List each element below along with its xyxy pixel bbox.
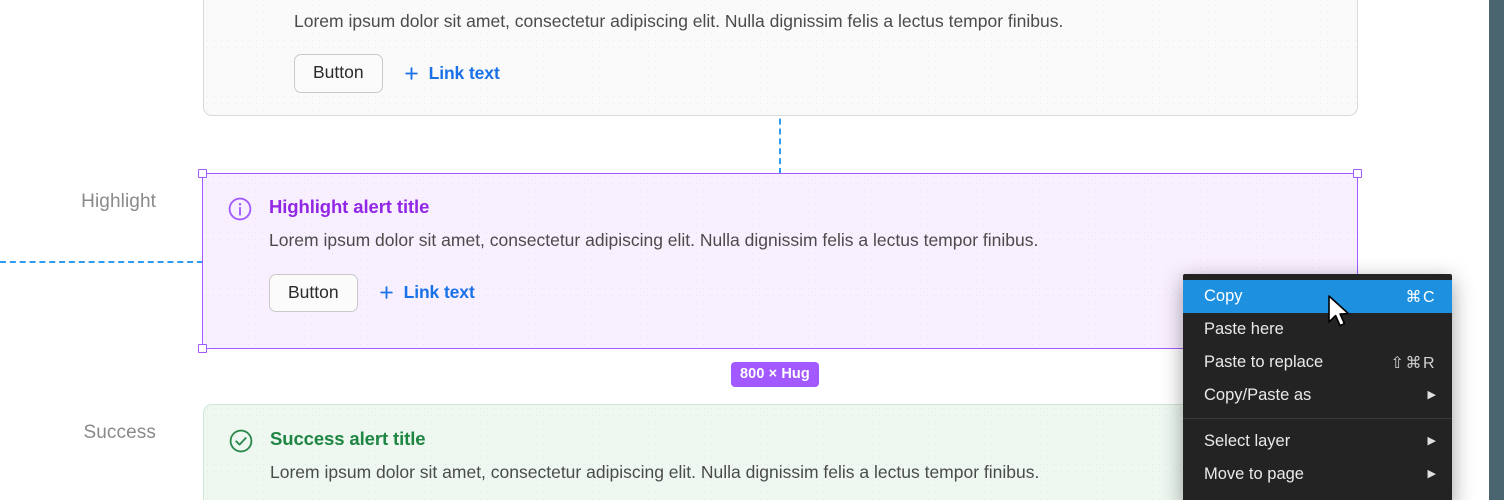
- menu-item-label: Copy/Paste as: [1204, 386, 1312, 404]
- menu-item-copy-paste-as[interactable]: Copy/Paste as ▶: [1183, 379, 1452, 412]
- chevron-right-icon: ▶: [1427, 435, 1436, 447]
- context-menu[interactable]: Copy ⌘C Paste here Paste to replace ⇧⌘R …: [1183, 274, 1452, 500]
- menu-item-label: Copy: [1204, 287, 1243, 305]
- menu-item-label: Select layer: [1204, 432, 1291, 450]
- alert-link-label: Link text: [403, 282, 475, 303]
- menu-item-shortcut: ⇧⌘R: [1390, 354, 1436, 372]
- menu-item-shortcut: ⌘C: [1405, 288, 1436, 306]
- row-label-success: Success: [83, 422, 156, 443]
- alert-button[interactable]: Button: [269, 273, 358, 312]
- menu-separator: [1183, 418, 1452, 419]
- chevron-right-icon: ▶: [1427, 389, 1436, 401]
- horizontal-smart-guide: [0, 261, 203, 263]
- alert-link[interactable]: Link text: [403, 63, 500, 84]
- alert-title: Highlight alert title: [269, 196, 430, 217]
- info-circle-icon: [228, 197, 252, 221]
- alert-card-neutral[interactable]: Lorem ipsum dolor sit amet, consectetur …: [203, 0, 1358, 116]
- alert-body: Success alert title Lorem ipsum dolor si…: [270, 427, 1333, 500]
- size-badge: 800 × Hug: [731, 362, 819, 387]
- alert-description: Lorem ipsum dolor sit amet, consectetur …: [269, 230, 1039, 251]
- alert-card-highlight[interactable]: Highlight alert title Lorem ipsum dolor …: [203, 173, 1357, 348]
- menu-item-paste-to-replace[interactable]: Paste to replace ⇧⌘R: [1183, 346, 1452, 379]
- menu-item-label: Move to page: [1204, 465, 1304, 483]
- chevron-right-icon: ▶: [1427, 468, 1436, 480]
- right-panel-edge-strip: [1489, 0, 1504, 500]
- alert-link[interactable]: Link text: [378, 282, 475, 303]
- menu-item-copy[interactable]: Copy ⌘C: [1183, 280, 1452, 313]
- menu-item-move-to-page[interactable]: Move to page ▶: [1183, 458, 1452, 491]
- menu-item-label: Paste here: [1204, 320, 1284, 338]
- alert-button[interactable]: Button: [294, 54, 383, 93]
- check-circle-icon: [229, 429, 253, 453]
- alert-card-success[interactable]: Success alert title Lorem ipsum dolor si…: [203, 404, 1358, 500]
- alert-body: Highlight alert title Lorem ipsum dolor …: [269, 195, 1333, 312]
- menu-item-label: Paste to replace: [1204, 353, 1324, 371]
- plus-icon: [379, 286, 393, 299]
- alert-description: Lorem ipsum dolor sit amet, consectetur …: [294, 11, 1064, 31]
- menu-item-paste-here[interactable]: Paste here: [1183, 313, 1452, 346]
- alert-title: Success alert title: [270, 428, 426, 449]
- plus-icon: [404, 67, 418, 80]
- alert-description: Lorem ipsum dolor sit amet, consectetur …: [270, 462, 1040, 483]
- alert-body: Lorem ipsum dolor sit amet, consectetur …: [228, 0, 1333, 93]
- alert-actions: Button Link text: [269, 273, 1333, 312]
- row-label-highlight: Highlight: [81, 191, 156, 212]
- alert-actions: Button Link text: [294, 54, 1333, 93]
- alert-link-label: Link text: [428, 63, 500, 84]
- menu-item-select-layer[interactable]: Select layer ▶: [1183, 425, 1452, 458]
